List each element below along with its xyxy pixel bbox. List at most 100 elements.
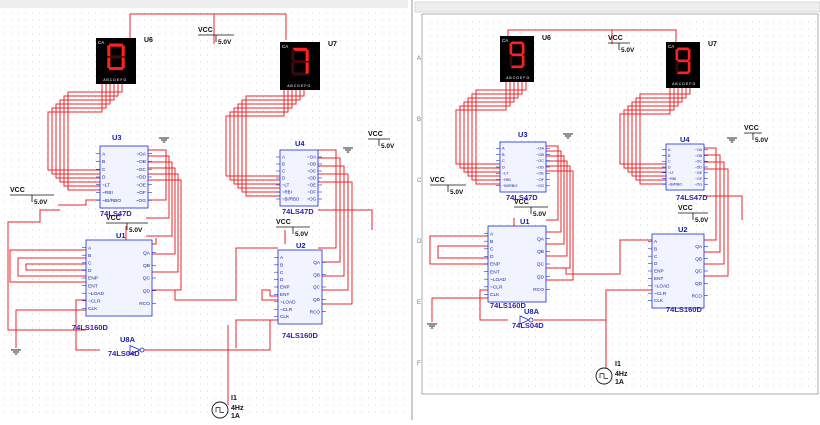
- pin-label: ~OF: [307, 190, 316, 195]
- wire: [15, 309, 86, 348]
- vcc-value: 5.0V: [450, 189, 464, 196]
- wire: [546, 150, 562, 233]
- pin-label: D: [490, 254, 494, 260]
- seven-segment-display: CAA B C D E F GU6: [500, 35, 551, 82]
- wire: [437, 245, 488, 259]
- wire: [479, 289, 508, 321]
- inverter-ref: U8A: [120, 335, 136, 344]
- wire: [17, 257, 86, 277]
- segment-a: [109, 43, 123, 47]
- vcc-value: 5.0V: [755, 137, 769, 144]
- pin-label: ~OB: [307, 162, 316, 167]
- vcc-value: 5.0V: [218, 39, 232, 46]
- wire: [318, 165, 345, 277]
- pin-label: QC: [143, 276, 151, 282]
- wire: [429, 235, 488, 265]
- display-pin-labels: A B C D E F G: [287, 84, 310, 88]
- pin-label: ~OG: [307, 197, 317, 202]
- vcc-label: VCC: [744, 125, 759, 132]
- display-pin-labels: A B C D E F G: [672, 82, 695, 86]
- pin-label: B: [102, 159, 105, 165]
- bcd-decoder-chip: ABCD~LT~RBI~BI/RBO~OA~OB~OC~OD~OE~OF~OGU…: [496, 130, 550, 202]
- pin-label: ENT: [88, 283, 98, 289]
- wire: [261, 289, 278, 301]
- clock-ref: I1: [615, 361, 621, 368]
- pin-label: ENT: [654, 276, 664, 281]
- vcc-label: VCC: [608, 35, 623, 42]
- wire: [318, 173, 349, 291]
- chip-ref: U1: [520, 217, 530, 226]
- ground-symbol: [727, 137, 737, 143]
- wire: [471, 82, 523, 181]
- wire: [25, 263, 86, 271]
- pin-label: B: [490, 239, 493, 245]
- wire: [459, 82, 511, 169]
- vcc-value: 5.0V: [34, 199, 48, 206]
- pin-label: ~OG: [136, 198, 147, 204]
- pin-label: ~LOAD: [654, 283, 670, 288]
- right-panel-bg: [415, 0, 820, 420]
- pin-label: ~OE: [307, 183, 316, 188]
- wire: [9, 249, 86, 283]
- pin-label: ~BI/RBO: [502, 183, 517, 188]
- pin-label: ENT: [280, 292, 290, 297]
- wire: [59, 84, 115, 183]
- chip-ref: U1: [116, 231, 126, 240]
- pin-label: D: [668, 165, 671, 169]
- pin-label: CLK: [88, 306, 98, 312]
- chip-part: 74LS160D: [490, 301, 526, 310]
- segment-f: [509, 43, 513, 55]
- wire: [152, 247, 278, 301]
- vcc-value: 5.0V: [533, 211, 547, 218]
- pin-label: C: [102, 167, 106, 173]
- wire: [704, 161, 725, 265]
- segment-a: [511, 41, 523, 45]
- pin-label: ~OG: [536, 183, 544, 188]
- wire: [75, 299, 100, 351]
- pin-label: ~OA: [307, 155, 316, 160]
- wire: [241, 88, 301, 193]
- segment-g: [677, 59, 689, 63]
- pin-label: QA: [313, 260, 321, 265]
- chip-part: 74LS47D: [506, 193, 538, 202]
- inverter-ref: U8A: [524, 307, 540, 316]
- border-letter: D: [417, 239, 422, 245]
- pin-label: ~OD: [307, 176, 316, 181]
- display-ca-label: CA: [282, 44, 288, 49]
- clock-amp: 1A: [231, 413, 240, 420]
- vcc-value: 5.0V: [621, 47, 635, 54]
- pin-label: QA: [537, 236, 545, 242]
- pin-label: C: [502, 158, 505, 163]
- wire: [534, 289, 652, 321]
- wire: [237, 88, 297, 189]
- segment-b: [121, 45, 125, 57]
- wire: [455, 82, 507, 165]
- segment-g: [293, 60, 307, 64]
- pin-label: ~OE: [695, 171, 703, 175]
- pin-label: QD: [537, 274, 545, 280]
- left-ruler: [0, 0, 408, 8]
- pin-label: ~CLR: [654, 291, 667, 296]
- decade-counter-chip: ABCDENPENT~LOAD~CLRCLKQAQBQCQDRCOU174LS1…: [72, 231, 156, 332]
- wire: [318, 209, 373, 230]
- pin-label: A: [102, 151, 106, 157]
- segment-c: [687, 61, 691, 73]
- pin-label: ~LOAD: [88, 291, 104, 297]
- chip-body: [499, 141, 547, 193]
- chip-body: [277, 249, 323, 325]
- sheet-frame: [421, 13, 819, 395]
- pin-label: ~RBI: [102, 190, 113, 196]
- pin-label: ENP: [490, 262, 500, 268]
- vcc-label: VCC: [368, 131, 383, 138]
- vcc-supply: VCC 5.0V: [744, 125, 769, 144]
- chip-body: [85, 239, 153, 317]
- wire: [704, 154, 721, 253]
- vcc-label: VCC: [430, 177, 445, 184]
- pin-label: ~OA: [136, 151, 147, 157]
- wire: [130, 319, 278, 351]
- border-letter: F: [417, 361, 421, 367]
- chip-part: 74LS160D: [666, 305, 702, 314]
- seven-segment-display: CAA B C D E F GU7: [666, 41, 717, 88]
